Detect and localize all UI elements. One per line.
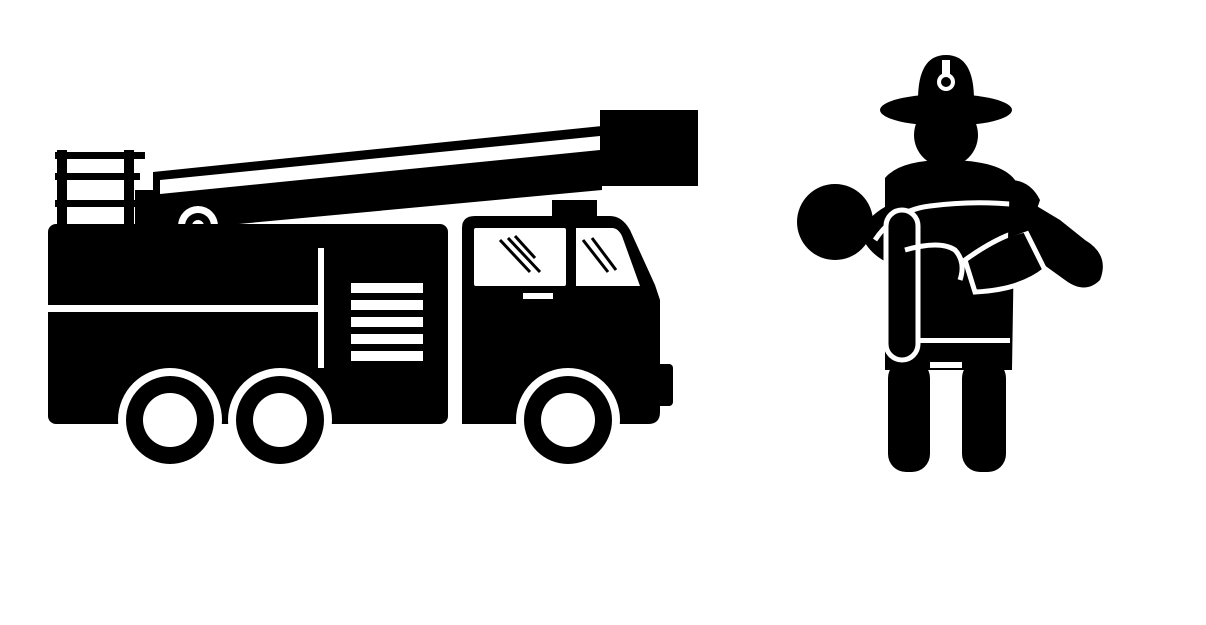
firefighter-head bbox=[914, 103, 978, 167]
cab-window-left bbox=[474, 228, 566, 286]
door-handle bbox=[523, 293, 553, 299]
boom-arm bbox=[135, 110, 698, 232]
child-icon bbox=[793, 180, 1103, 288]
wheel-front bbox=[516, 368, 620, 472]
wheel-rear-1 bbox=[118, 368, 222, 472]
side-vent bbox=[348, 280, 426, 368]
wheel-rear-2 bbox=[228, 368, 332, 472]
truck-wheels bbox=[118, 368, 620, 472]
truck-cab bbox=[462, 200, 673, 424]
firefighter-legs bbox=[888, 360, 1006, 472]
firefighter-carrying-child-icon bbox=[793, 55, 1103, 472]
firefighter-arms bbox=[883, 180, 1049, 363]
ladder-rack bbox=[55, 150, 145, 230]
fire-truck-icon bbox=[48, 110, 698, 472]
cab-window-right bbox=[576, 228, 640, 286]
